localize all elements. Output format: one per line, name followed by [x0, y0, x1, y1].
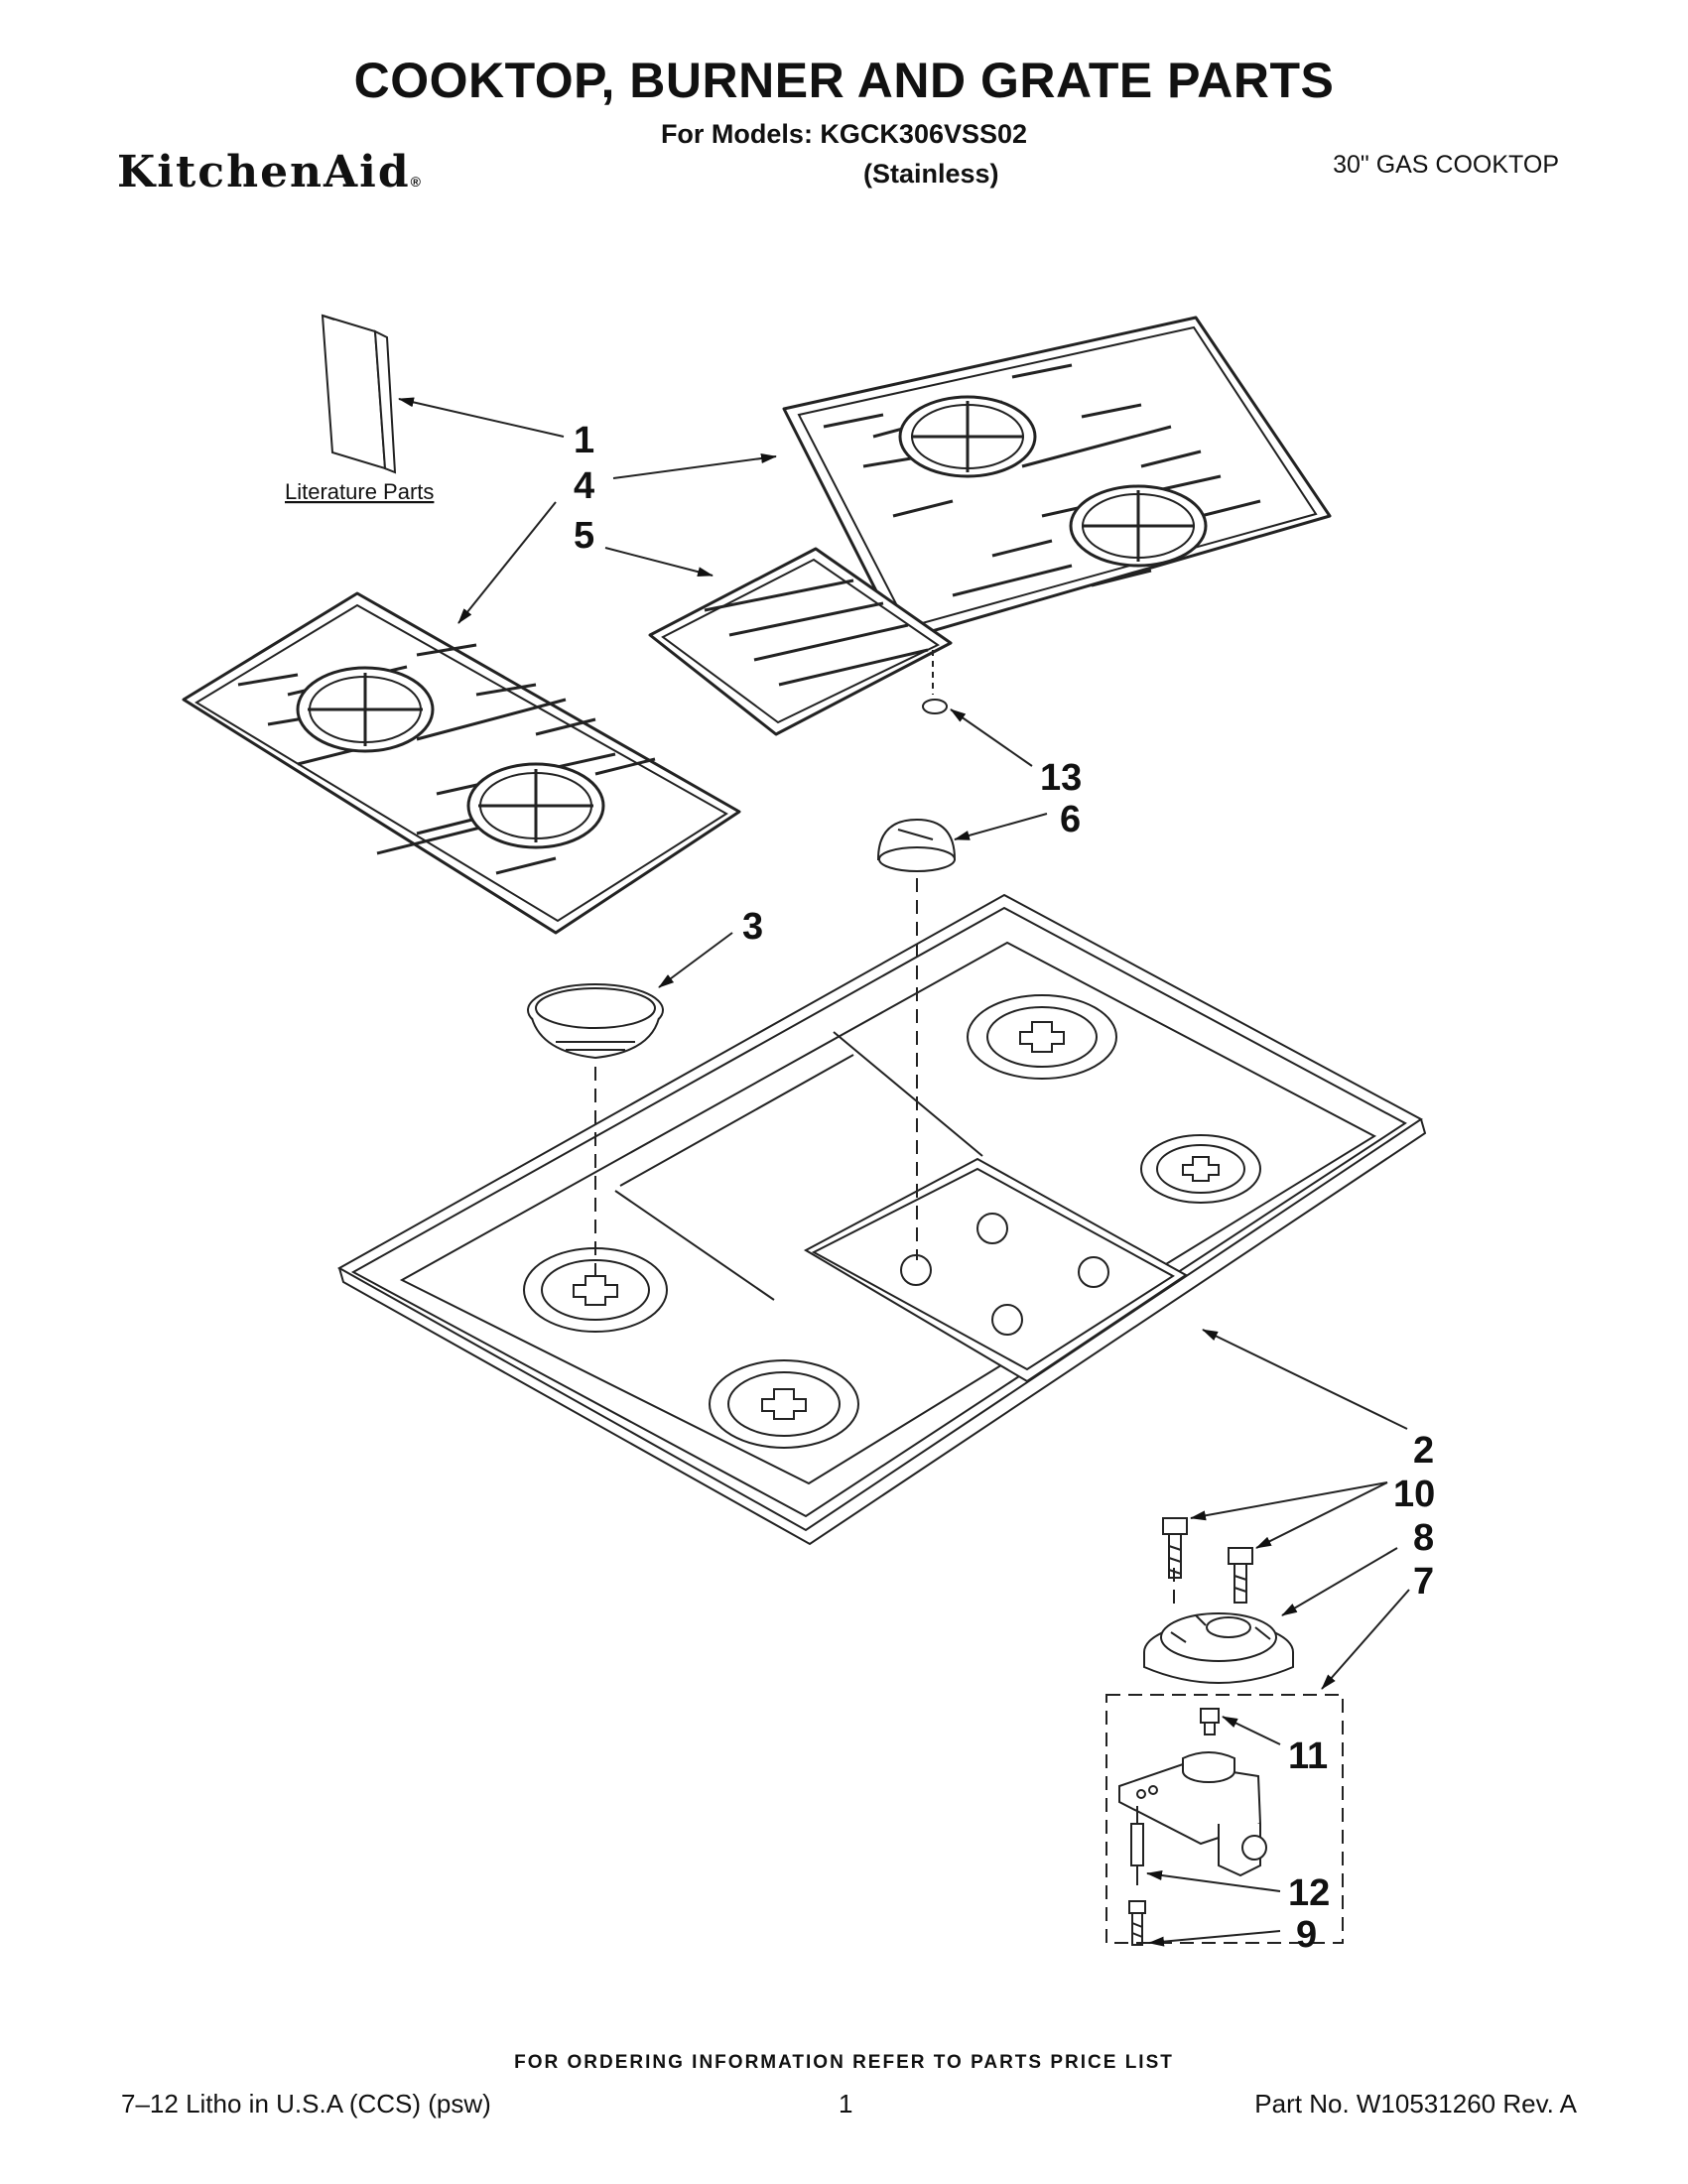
callout-6: 6: [1060, 799, 1081, 840]
leader-4-right: [612, 453, 777, 479]
literature-booklet: [321, 314, 397, 474]
mounting-screw: [1128, 1900, 1146, 1946]
callout-8: 8: [1413, 1517, 1434, 1559]
litho-note: 7–12 Litho in U.S.A (CCS) (psw): [121, 2089, 491, 2119]
callout-2: 2: [1413, 1430, 1434, 1472]
callout-10: 10: [1393, 1474, 1435, 1515]
burner-base: [1143, 1612, 1294, 1684]
leader-4-left: [457, 501, 557, 624]
callout-5: 5: [574, 515, 594, 557]
grommet: [922, 699, 948, 714]
registered-mark: ®: [410, 174, 423, 190]
callout-13: 13: [1040, 757, 1082, 799]
screw-right: [1228, 1547, 1253, 1604]
brand-name: KitchenAid: [117, 147, 411, 197]
callout-1: 1: [574, 420, 594, 461]
callout-4: 4: [574, 465, 594, 507]
part-number: Part No. W10531260 Rev. A: [1254, 2089, 1577, 2119]
leader-12: [1146, 1870, 1281, 1892]
igniter-electrode: [1130, 1806, 1144, 1885]
leader-7: [1321, 1589, 1410, 1690]
callout-7: 7: [1413, 1561, 1434, 1603]
leader-11: [1222, 1716, 1281, 1745]
control-knob: [876, 818, 957, 872]
callout-11: 11: [1288, 1735, 1328, 1777]
leader-9: [1148, 1930, 1281, 1947]
cooktop-panel: [336, 893, 1427, 1546]
model-number: For Models: KGCK306VSS02: [660, 119, 1028, 149]
leader-8: [1281, 1547, 1398, 1616]
brand-logo: KitchenAid®: [117, 147, 423, 197]
callout-9: 9: [1296, 1914, 1317, 1956]
ordering-info: FOR ORDERING INFORMATION REFER TO PARTS …: [514, 2052, 1174, 2073]
left-grate: [182, 591, 741, 935]
literature-parts-label: Literature Parts: [285, 479, 434, 504]
leader-2: [1202, 1329, 1408, 1430]
leader-6: [954, 813, 1048, 840]
burner-bracket: [1118, 1751, 1267, 1877]
burner-cap: [527, 983, 664, 1060]
center-grate: [648, 547, 953, 736]
color-note: (Stainless): [863, 159, 999, 189]
leader-10b: [1255, 1481, 1388, 1549]
valve-assembly-box: [1105, 1694, 1344, 1944]
leader-13: [950, 708, 1033, 767]
page-title: COOKTOP, BURNER AND GRATE PARTS: [353, 53, 1335, 108]
page-number: 1: [839, 2089, 853, 2119]
callout-12: 12: [1288, 1872, 1330, 1914]
leader-10a: [1190, 1481, 1388, 1521]
screw-left: [1162, 1517, 1188, 1579]
bracket-screw: [1200, 1708, 1220, 1735]
leader-5: [604, 547, 714, 578]
right-grate: [782, 316, 1332, 642]
callout-3: 3: [742, 906, 763, 948]
product-type: 30" GAS COOKTOP: [1333, 151, 1559, 179]
leader-3: [658, 932, 733, 988]
leader-1: [398, 397, 565, 438]
